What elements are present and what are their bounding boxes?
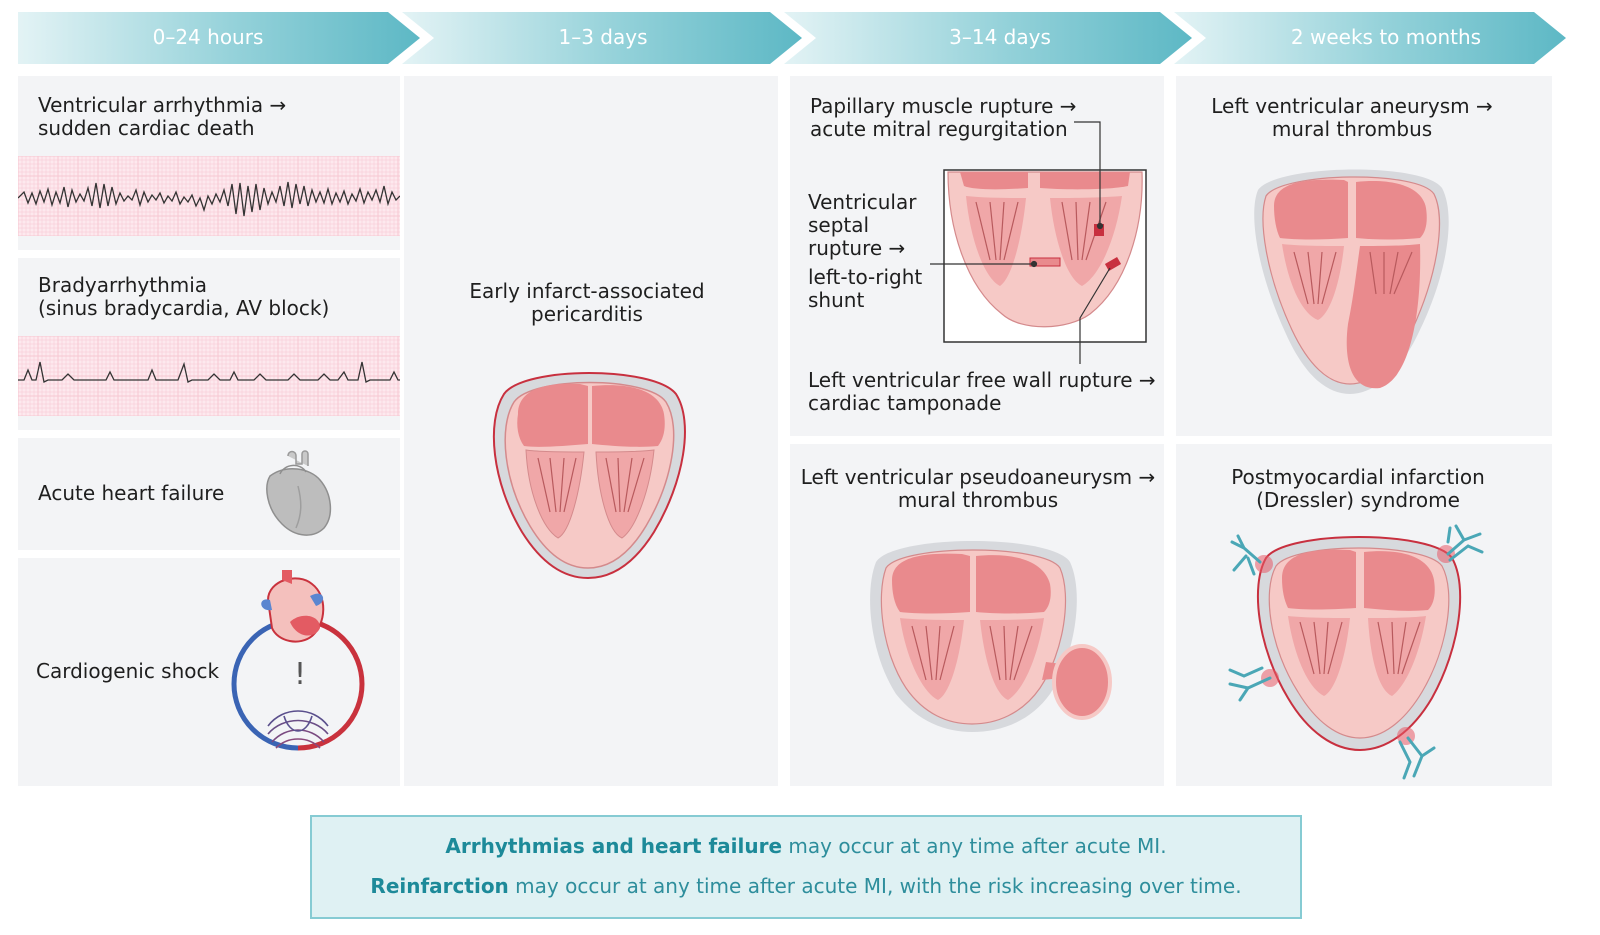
papillary-rupture-text: Papillary muscle rupture →acute mitral r… [810, 94, 1077, 141]
heart-aneurysm-icon [1252, 164, 1452, 400]
stage-arrow-2 [402, 12, 802, 64]
note-line-1-emphasis: Arrhythmias and heart failure [445, 834, 783, 858]
heart-pericarditis-icon [484, 362, 694, 582]
general-note-box: Arrhythmias and heart failure may occur … [310, 815, 1302, 919]
alert-mark: ! [294, 657, 306, 692]
ventricular-arrhythmia-text: Ventricular arrhythmia →sudden cardiac d… [38, 93, 287, 140]
ecg-bradyarrhythmia [18, 336, 400, 416]
ecg-ventricular-arrhythmia [18, 156, 400, 236]
note-line-2-emphasis: Reinfarction [370, 874, 509, 898]
dressler-text: Postmyocardial infarction(Dressler) synd… [1231, 465, 1485, 512]
panel-cardiogenic-shock [18, 558, 400, 786]
timeline-banner [18, 12, 1578, 64]
note-line-1: Arrhythmias and heart failure may occur … [312, 834, 1300, 858]
note-line-2-text: may occur at any time after acute MI, wi… [508, 874, 1242, 898]
acute-heart-failure-text: Acute heart failure [38, 481, 225, 505]
cardiogenic-shock-text: Cardiogenic shock [36, 659, 220, 683]
timeline-arrows [18, 12, 1566, 64]
note-line-1-text: may occur at any time after acute MI. [782, 834, 1167, 858]
panel-acute-heart-failure [18, 438, 400, 550]
stage-arrow-4 [1174, 12, 1566, 64]
stage-arrow-1 [18, 12, 420, 64]
mechanical-complications-diagram [930, 118, 1150, 368]
stage-label-4: 2 weeks to months [1290, 25, 1482, 49]
heart-dressler-icon [1224, 518, 1490, 784]
free-wall-rupture-text: Left ventricular free wall rupture →card… [808, 368, 1156, 415]
aneurysm-text: Left ventricular aneurysm →mural thrombu… [1211, 94, 1493, 141]
stage-arrow-3 [784, 12, 1192, 64]
pseudoaneurysm-text: Left ventricular pseudoaneurysm →mural t… [800, 465, 1156, 512]
bradyarrhythmia-text: Bradyarrhythmia(sinus bradycardia, AV bl… [38, 273, 330, 320]
gray-heart-icon [262, 450, 336, 540]
note-line-2: Reinfarction may occur at any time after… [312, 874, 1300, 898]
circulation-loop-icon: ! [228, 566, 368, 766]
stage-label-1: 0–24 hours [152, 25, 264, 49]
heart-pseudoaneurysm-icon [866, 534, 1116, 734]
stage-label-3: 3–14 days [949, 25, 1051, 49]
stage-label-2: 1–3 days [558, 25, 648, 49]
